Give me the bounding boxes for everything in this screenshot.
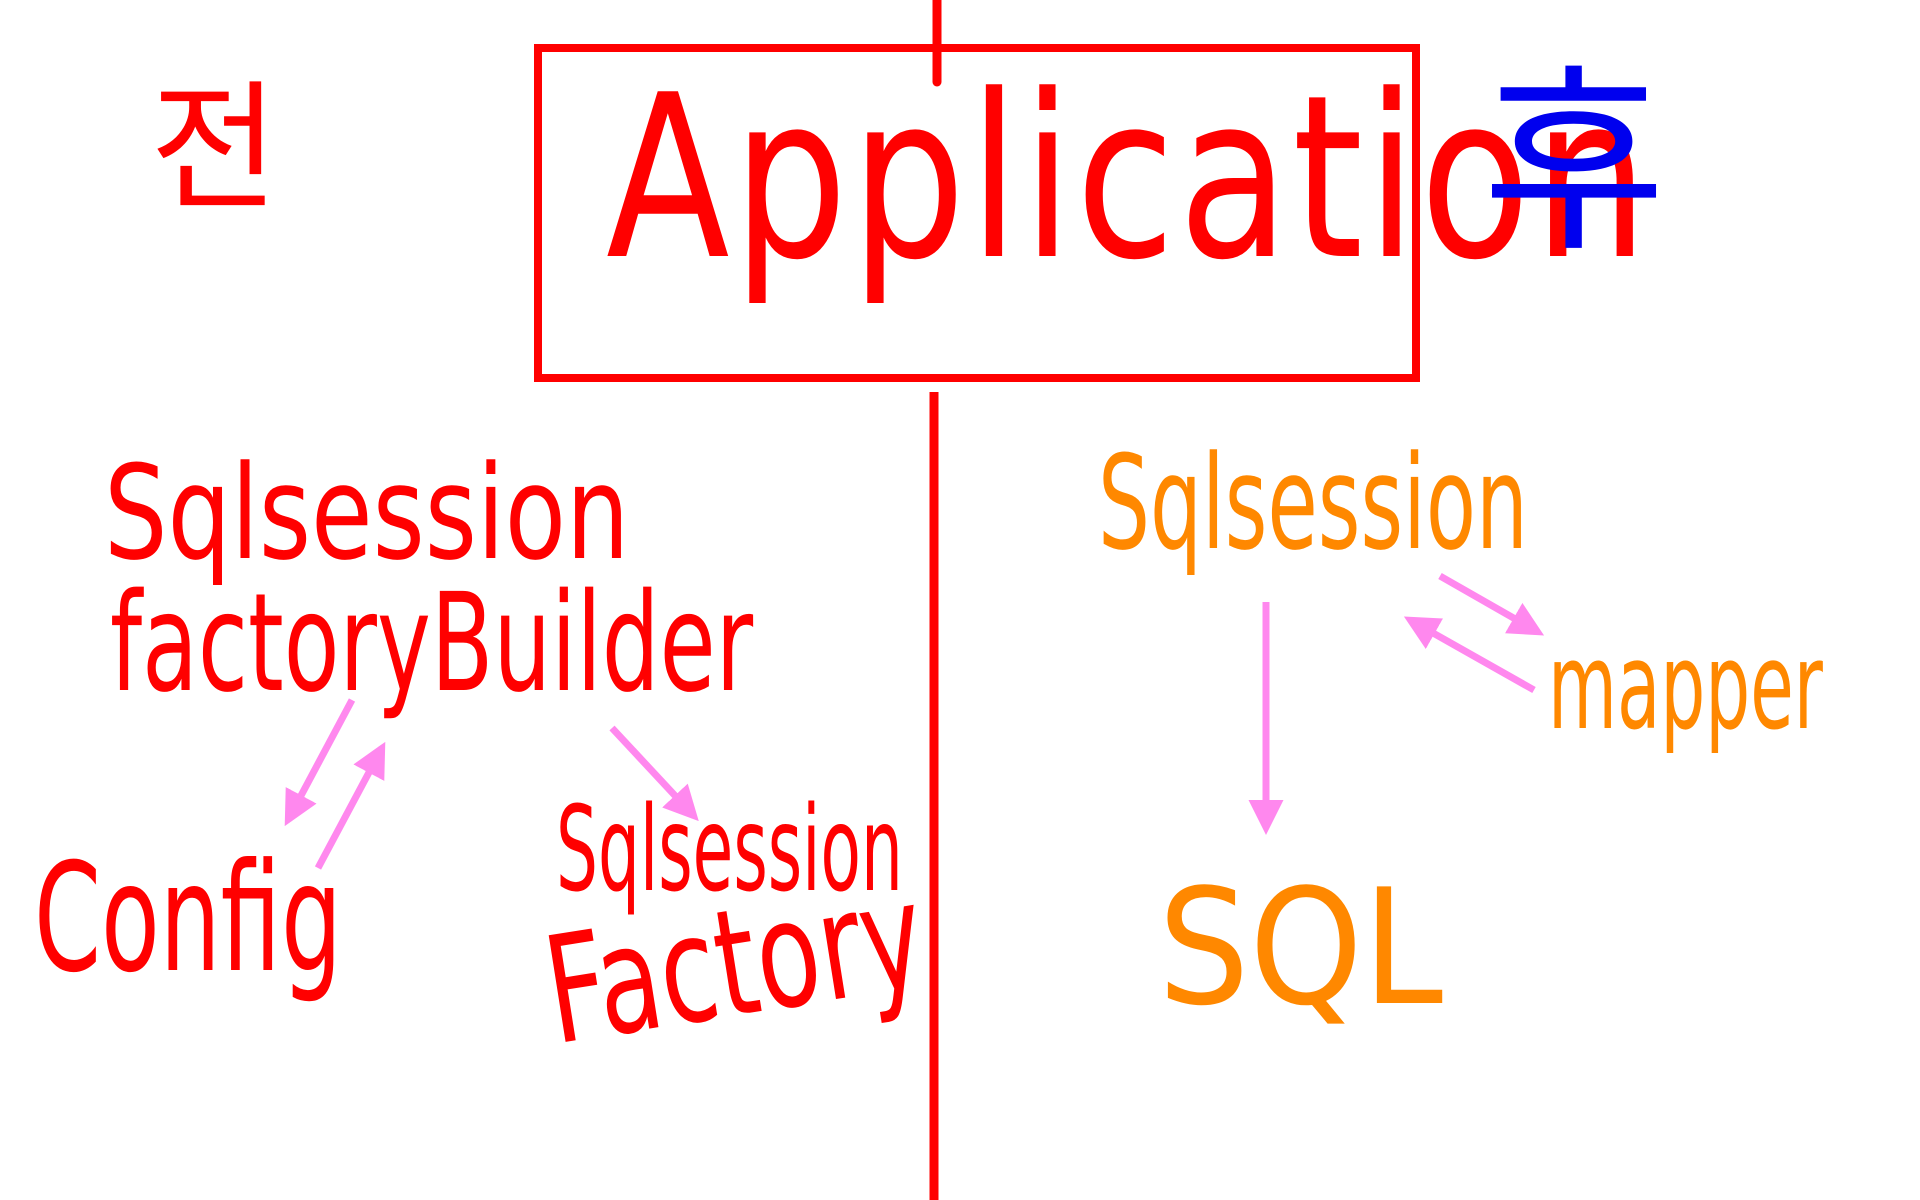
builder-label-line2: factoryBuilder: [110, 565, 754, 723]
builder-label-line1: Sqlsession: [104, 437, 630, 589]
after-label: 후: [1482, 47, 1667, 280]
config-label: Config: [34, 832, 343, 1006]
session-label: Sqlsession: [1098, 427, 1528, 579]
factory-label-line1: Sqlsession: [556, 780, 903, 918]
application-box: [534, 44, 1420, 382]
mapper-label: mapper: [1548, 618, 1823, 757]
arrow-session-to-mapper: [1438, 572, 1545, 636]
application-label: Application: [606, 47, 1652, 310]
arrow-builder-to-factory: [609, 725, 699, 822]
before-label: 전: [150, 68, 279, 231]
arrow-config-to-builder: [314, 741, 386, 870]
arrow-builder-to-config: [284, 698, 356, 827]
sql-label: SQL: [1158, 854, 1443, 1041]
arrow-mapper-to-session: [1403, 616, 1536, 694]
